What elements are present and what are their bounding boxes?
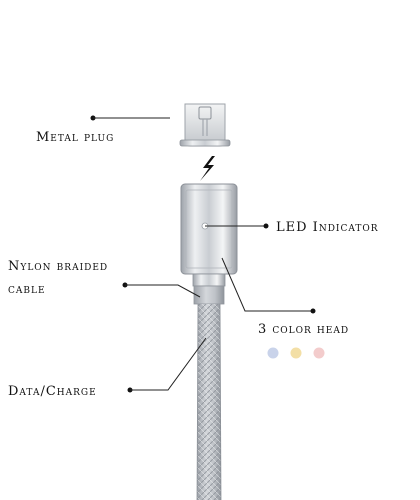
- label-nylon-braided-line1: Nylon braided: [8, 259, 108, 274]
- metal-plug: [179, 103, 231, 147]
- leader-three-color-head: [221, 257, 316, 314]
- braided-cable: [193, 285, 225, 500]
- leader-led-indicator: [205, 223, 269, 229]
- label-led-indicator: LED Indicator: [276, 220, 379, 235]
- micro-usb-port-icon: [198, 106, 212, 136]
- label-metal-plug: Metal plug: [36, 130, 114, 145]
- lightning-bolt-icon: [200, 156, 215, 181]
- leader-nylon-braided: [122, 282, 201, 298]
- label-data-charge: Data/Charge: [8, 384, 97, 399]
- leader-data-charge: [127, 337, 207, 393]
- connector-head: [180, 183, 238, 287]
- label-nylon-braided-line2: cable: [8, 282, 46, 297]
- leader-metal-plug: [90, 115, 170, 121]
- color-dots: [267, 347, 325, 359]
- color-dot: [267, 347, 279, 359]
- label-three-color-head: 3 color head: [258, 322, 349, 337]
- color-dot: [313, 347, 325, 359]
- color-dot: [290, 347, 302, 359]
